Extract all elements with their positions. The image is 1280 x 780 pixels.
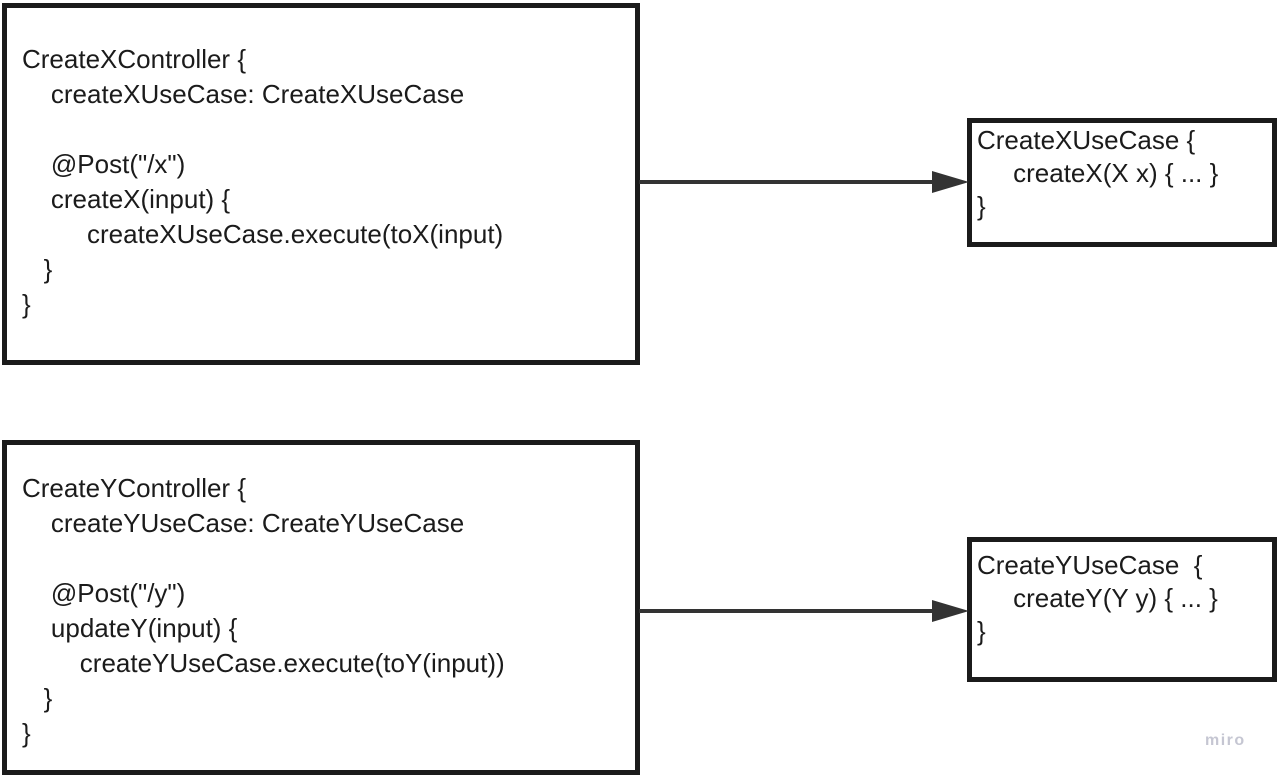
create-y-controller-box[interactable]: CreateYController { createYUseCase: Crea… xyxy=(2,440,640,775)
arrow-y-controller-to-usecase-icon[interactable] xyxy=(639,591,969,631)
create-x-usecase-box[interactable]: CreateXUseCase { createX(X x) { ... } } xyxy=(967,118,1277,247)
create-x-controller-box[interactable]: CreateXController { createXUseCase: Crea… xyxy=(2,3,640,365)
arrow-x-controller-to-usecase-icon[interactable] xyxy=(639,162,969,202)
create-y-usecase-code: CreateYUseCase { createY(Y y) { ... } } xyxy=(977,550,1218,646)
create-x-controller-code: CreateXController { createXUseCase: Crea… xyxy=(22,44,504,319)
create-y-usecase-box[interactable]: CreateYUseCase { createY(Y y) { ... } } xyxy=(967,537,1277,682)
create-y-controller-code: CreateYController { createYUseCase: Crea… xyxy=(22,473,505,748)
create-x-usecase-code: CreateXUseCase { createX(X x) { ... } } xyxy=(977,125,1219,221)
miro-watermark: miro xyxy=(1205,732,1246,749)
